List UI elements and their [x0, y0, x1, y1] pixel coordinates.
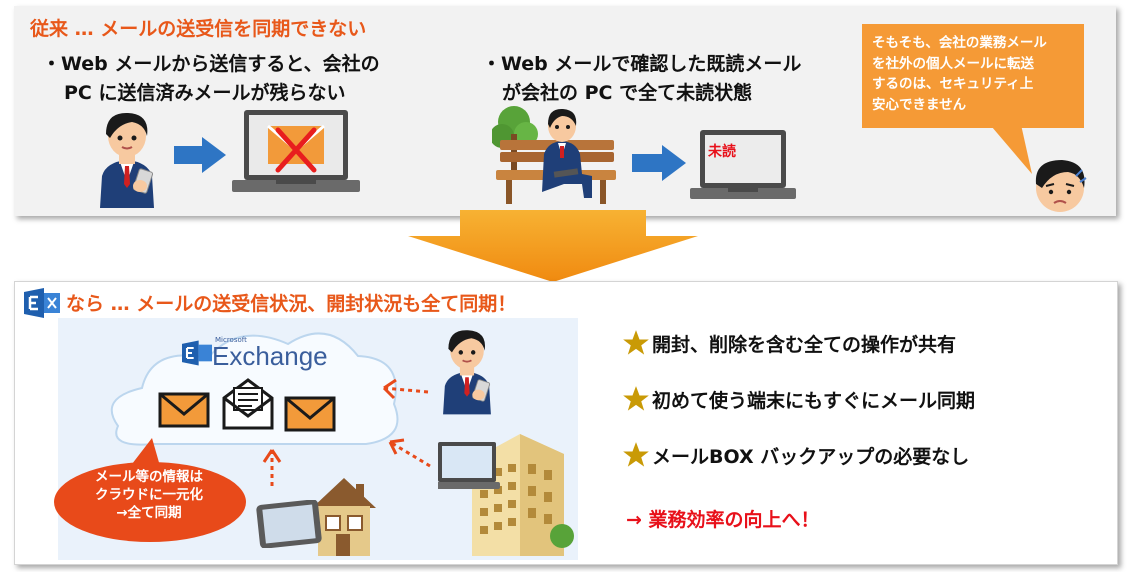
feature-3: メールBOX バックアップの必要なし	[652, 446, 970, 468]
businessman-phone-icon	[443, 330, 491, 415]
problem-bullet-2-line-1: ・Web メールで確認した既読メール	[482, 53, 802, 75]
microsoft-label: Microsoft	[215, 336, 247, 344]
man-on-bench-icon	[492, 106, 616, 204]
arrow-right-icon	[174, 137, 226, 173]
concern-speech-bubble	[862, 24, 1084, 128]
envelope-icon	[284, 396, 336, 432]
feature-2: 初めて使う端末にもすぐにメール同期	[652, 390, 976, 412]
star-icon	[623, 330, 649, 355]
envelope-icon	[158, 392, 210, 428]
exchange-label: Exchange	[212, 341, 328, 371]
result-text: → 業務効率の向上へ！	[626, 509, 820, 531]
worried-man-icon	[1035, 160, 1087, 212]
cloud-note-text: メール等の情報は クラウドに一元化 →全て同期	[95, 469, 203, 521]
exchange-logo-icon	[24, 288, 60, 318]
cloud-note-bubble	[54, 438, 246, 542]
tablet-icon	[256, 500, 322, 548]
open-envelope-icon	[222, 378, 274, 430]
exchange-cloud-logo-icon	[182, 340, 212, 366]
problem-title: 従来 … メールの送受信を同期できない	[30, 18, 367, 40]
house-icon	[312, 478, 376, 556]
problem-bullet-2-line-2: が会社の PC で全て未読状態	[502, 82, 753, 104]
businessman-phone-icon	[100, 112, 154, 208]
arrow-right-icon	[632, 145, 686, 181]
laptop-unread-icon	[690, 130, 796, 199]
star-icon	[623, 386, 649, 411]
transition-down-arrow	[408, 210, 698, 282]
problem-bullet-1-line-2: PC に送信済みメールが残らない	[64, 82, 346, 104]
sync-dotted-arrows	[262, 378, 431, 486]
speech-bubble-tail	[986, 120, 1032, 174]
problem-bullet-1-line-1: ・Web メールから送信すると、会社の	[42, 53, 380, 75]
unread-label: 未読	[708, 144, 736, 160]
star-icon	[623, 442, 649, 467]
solution-title: なら … メールの送受信状況、開封状況も全て同期！	[66, 293, 517, 315]
concern-text: そもそも、会社の業務メール を社外の個人メールに転送 するのは、セキュリティ上 …	[872, 35, 1047, 113]
laptop-no-sent-mail-icon	[232, 110, 360, 192]
feature-1: 開封、削除を含む全ての操作が共有	[652, 334, 957, 356]
office-building-icon	[438, 434, 574, 556]
